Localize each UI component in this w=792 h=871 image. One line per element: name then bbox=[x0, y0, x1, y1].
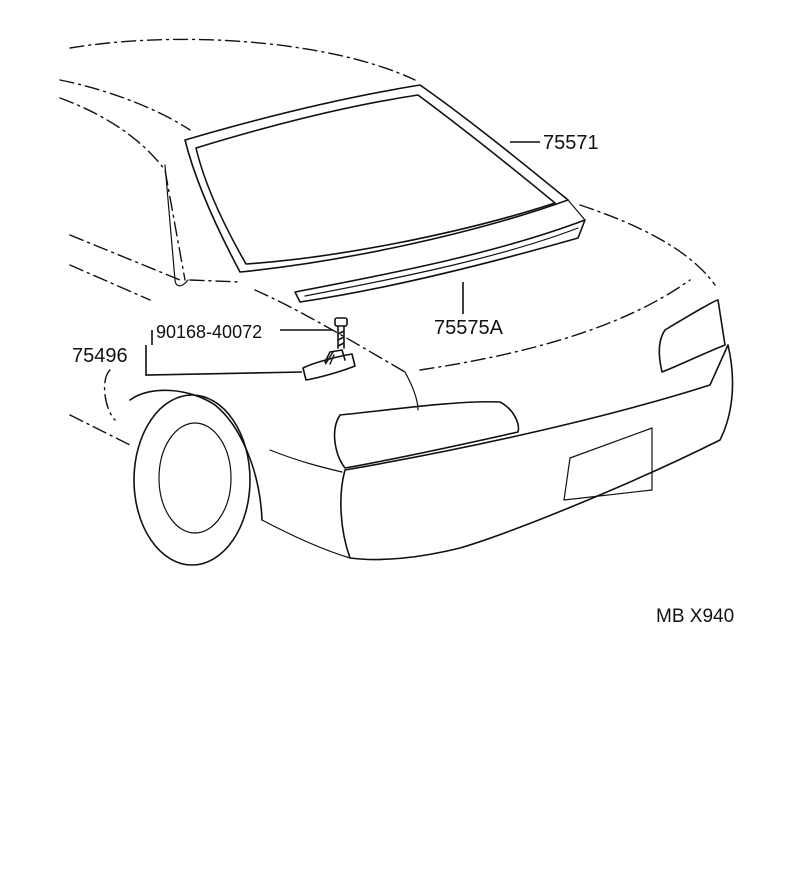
spoiler-moulding-highlight bbox=[304, 227, 579, 297]
part-label-75496: 75496 bbox=[72, 345, 128, 367]
door-line bbox=[103, 369, 116, 421]
side-skirt-line bbox=[69, 414, 131, 446]
trunk-side-line bbox=[579, 204, 716, 286]
bolt-icon bbox=[334, 317, 348, 349]
license-plate-recess bbox=[563, 427, 653, 501]
body-lower-line bbox=[261, 519, 351, 559]
c-pillar-edge bbox=[164, 164, 189, 287]
bumper-outline bbox=[340, 344, 734, 561]
roof-outline bbox=[69, 38, 416, 81]
trunk-left-edge bbox=[404, 371, 419, 411]
bumper-lower-line bbox=[269, 449, 343, 473]
bracket-icon bbox=[302, 349, 356, 381]
trunk-left-line bbox=[254, 289, 406, 373]
side-window-line bbox=[69, 234, 181, 281]
roof-side-line bbox=[59, 79, 191, 131]
part-label-75575A: 75575A bbox=[434, 317, 504, 339]
tail-light-right bbox=[658, 299, 726, 373]
rear-wheel-rim bbox=[158, 422, 232, 534]
drawing-code: MB X940 bbox=[656, 606, 734, 627]
spoiler-moulding-shape bbox=[294, 219, 586, 303]
rear-window-inner bbox=[195, 94, 556, 265]
bracket-group-line bbox=[145, 330, 303, 376]
wheel-arch bbox=[129, 389, 263, 521]
part-label-75571: 75571 bbox=[543, 132, 599, 154]
trunk-rear-line bbox=[419, 279, 691, 371]
rear-tire bbox=[133, 394, 251, 566]
c-pillar-line bbox=[59, 97, 186, 281]
spoiler-right-tip bbox=[567, 199, 586, 221]
tail-light-left bbox=[333, 400, 520, 469]
belt-line bbox=[189, 279, 241, 283]
part-label-90168-40072: 90168-40072 bbox=[156, 322, 262, 342]
side-body-line bbox=[69, 264, 151, 301]
